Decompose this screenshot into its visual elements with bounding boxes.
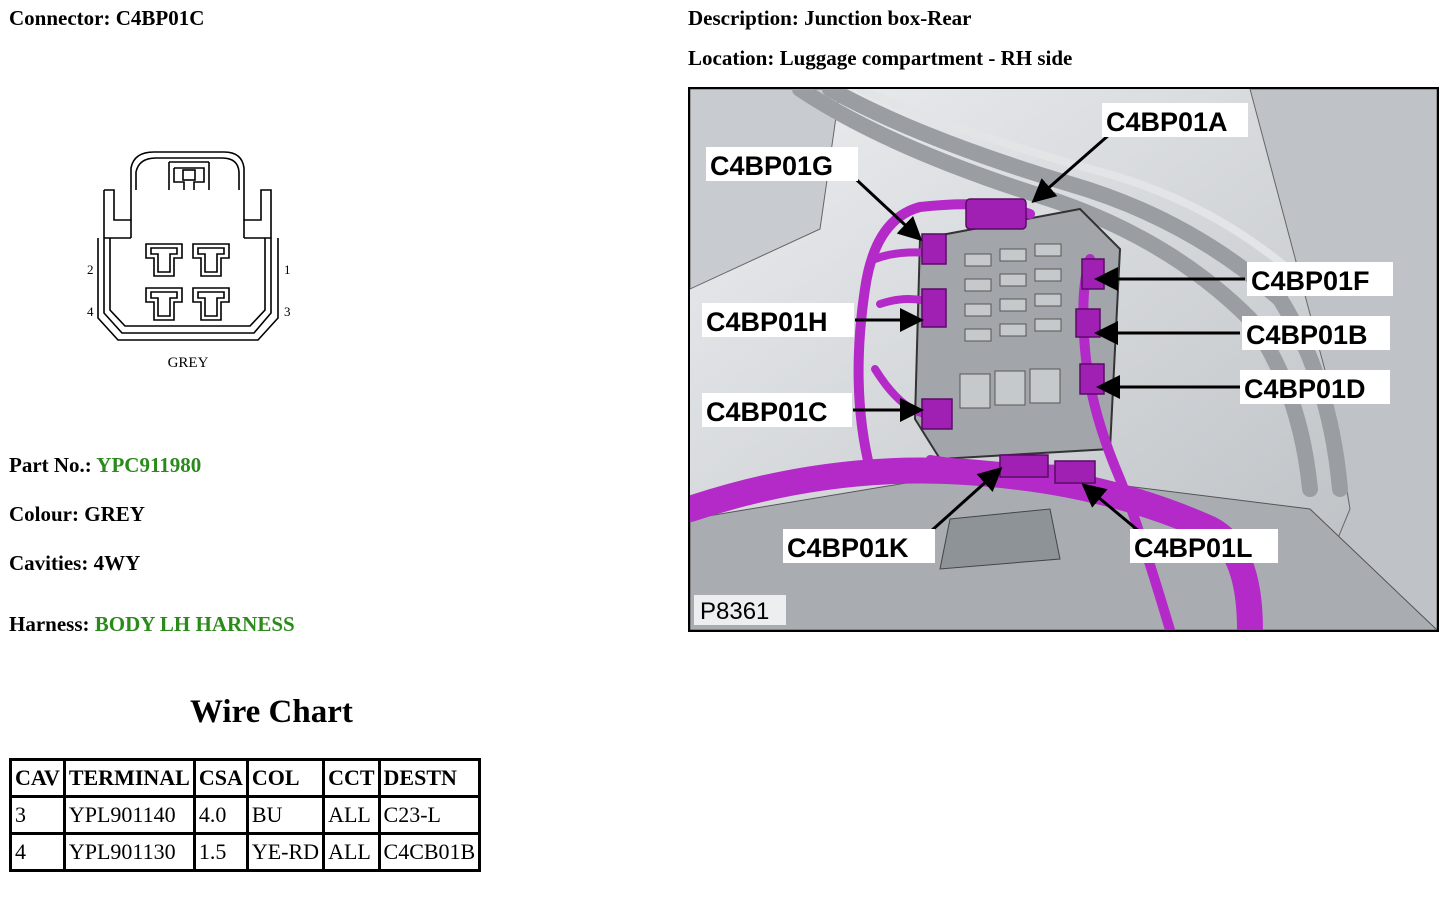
part-number-line: Part No.: YPC911980 bbox=[9, 453, 201, 478]
connector-heading: Connector: C4BP01C bbox=[9, 6, 204, 31]
photo-id-label: P8361 bbox=[700, 598, 769, 625]
cavity-1 bbox=[192, 243, 230, 277]
harness-label: Harness: bbox=[9, 612, 90, 636]
callout-c4bp01a: C4BP01A bbox=[1106, 107, 1228, 137]
cavity-2 bbox=[145, 243, 183, 277]
colour-value: GREY bbox=[84, 502, 145, 526]
table-header-row: CAV TERMINAL CSA COL CCT DESTN bbox=[12, 761, 479, 795]
part-number-label: Part No.: bbox=[9, 453, 92, 477]
location-value: Luggage compartment - RH side bbox=[779, 46, 1073, 70]
connector-colour-text: GREY bbox=[168, 355, 209, 371]
table-row: 3 YPL901140 4.0 BU ALL C23-L bbox=[12, 798, 479, 832]
cell-terminal: YPL901130 bbox=[65, 835, 193, 869]
callout-c4bp01h: C4BP01H bbox=[706, 307, 828, 337]
header-cav: CAV bbox=[12, 761, 63, 795]
callout-c4bp01l: C4BP01L bbox=[1134, 533, 1253, 563]
pin-label-1: 1 bbox=[284, 262, 291, 277]
description-value: Junction box-Rear bbox=[804, 6, 972, 30]
cell-col: BU bbox=[248, 798, 323, 832]
colour-line: Colour: GREY bbox=[9, 502, 145, 527]
cavities-label: Cavities: bbox=[9, 551, 89, 575]
pin-label-3: 3 bbox=[284, 304, 291, 319]
wire-chart-title: Wire Chart bbox=[190, 694, 353, 730]
wire-chart-table: CAV TERMINAL CSA COL CCT DESTN 3 YPL9011… bbox=[9, 758, 482, 872]
header-destn: DESTN bbox=[380, 761, 479, 795]
cavity-3 bbox=[192, 287, 230, 321]
cell-destn: C23-L bbox=[380, 798, 479, 832]
connector-face-drawing: 2 1 4 3 GREY bbox=[87, 151, 291, 371]
callout-c4bp01g: C4BP01G bbox=[710, 151, 833, 181]
cell-destn: C4CB01B bbox=[380, 835, 479, 869]
header-cct: CCT bbox=[325, 761, 378, 795]
pin-label-2: 2 bbox=[87, 262, 94, 277]
table-row: 4 YPL901130 1.5 YE-RD ALL C4CB01B bbox=[12, 835, 479, 869]
callout-c4bp01b: C4BP01B bbox=[1246, 320, 1368, 350]
colour-label: Colour: bbox=[9, 502, 79, 526]
cell-cav: 3 bbox=[12, 798, 63, 832]
location-heading: Location: Luggage compartment - RH side bbox=[688, 46, 1072, 71]
cell-cct: ALL bbox=[325, 835, 378, 869]
location-photo: C4BP01A C4BP01G C4BP01F C4BP01H C4BP01B … bbox=[688, 87, 1439, 632]
cell-col: YE-RD bbox=[248, 835, 323, 869]
part-number-link[interactable]: YPC911980 bbox=[96, 453, 202, 477]
description-label: Description: bbox=[688, 6, 799, 30]
cell-cct: ALL bbox=[325, 798, 378, 832]
cavities-value: 4WY bbox=[93, 551, 141, 575]
callout-c4bp01c: C4BP01C bbox=[706, 397, 828, 427]
cavities-line: Cavities: 4WY bbox=[9, 551, 140, 576]
cell-cav: 4 bbox=[12, 835, 63, 869]
header-csa: CSA bbox=[195, 761, 246, 795]
description-heading: Description: Junction box-Rear bbox=[688, 6, 972, 31]
cell-csa: 4.0 bbox=[195, 798, 246, 832]
pin-label-4: 4 bbox=[87, 304, 94, 319]
cell-csa: 1.5 bbox=[195, 835, 246, 869]
header-col: COL bbox=[248, 761, 323, 795]
harness-line: Harness: BODY LH HARNESS bbox=[9, 612, 295, 637]
location-label: Location: bbox=[688, 46, 775, 70]
connector-label: Connector: bbox=[9, 6, 111, 30]
header-terminal: TERMINAL bbox=[65, 761, 193, 795]
cavity-4 bbox=[145, 287, 183, 321]
harness-link[interactable]: BODY LH HARNESS bbox=[94, 612, 295, 636]
callout-c4bp01f: C4BP01F bbox=[1251, 266, 1370, 296]
connector-value: C4BP01C bbox=[115, 6, 205, 30]
cell-terminal: YPL901140 bbox=[65, 798, 193, 832]
callout-c4bp01k: C4BP01K bbox=[787, 533, 909, 563]
callout-c4bp01d: C4BP01D bbox=[1244, 374, 1366, 404]
